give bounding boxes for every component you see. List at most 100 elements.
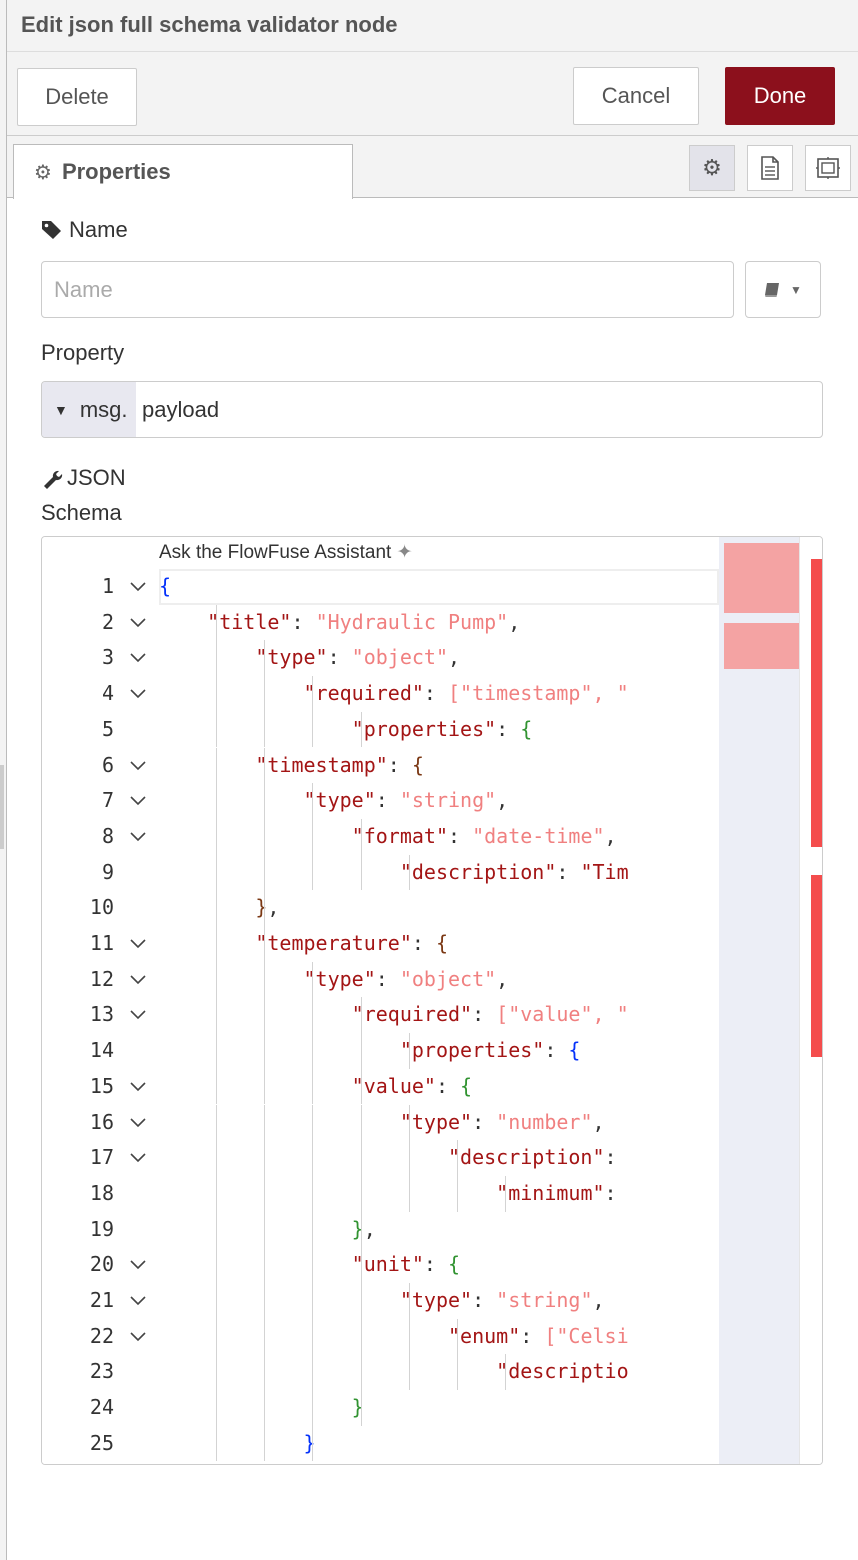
indent-guide <box>264 1247 266 1283</box>
delete-button[interactable]: Delete <box>17 68 137 126</box>
code-token: "required" <box>351 1002 473 1027</box>
chevron-down-icon[interactable] <box>128 1247 148 1298</box>
chevron-down-icon[interactable] <box>128 997 148 1048</box>
code-token: : <box>472 1002 497 1027</box>
chevron-down-icon[interactable] <box>128 605 148 656</box>
appearance-icon <box>816 157 840 179</box>
code-line: "value": { <box>159 1069 719 1105</box>
line-number-text: 11 <box>89 931 114 955</box>
chevron-down-icon[interactable] <box>128 1140 148 1191</box>
chevron-down-icon[interactable] <box>128 962 148 1013</box>
chevron-down-icon[interactable] <box>128 640 148 691</box>
indent-guide <box>216 1283 217 1319</box>
indent-guide <box>360 1354 362 1391</box>
chevron-down-icon[interactable] <box>128 926 148 977</box>
code-line: "description": <box>159 1140 719 1176</box>
indent-guide <box>457 1354 458 1391</box>
code-token: : <box>544 1038 569 1063</box>
tab-properties[interactable]: ⚙ Properties <box>13 144 353 199</box>
indent-guide <box>216 1354 217 1391</box>
minimap[interactable] <box>719 537 799 1464</box>
line-number-text: 14 <box>89 1038 114 1063</box>
chevron-down-icon[interactable] <box>128 569 148 620</box>
code-token: "Hydraulic Pump" <box>315 609 509 634</box>
chevron-down-icon[interactable] <box>128 748 148 799</box>
indent-guide <box>360 997 362 1034</box>
indent-guide <box>312 1318 314 1355</box>
indent-guide <box>360 1211 362 1248</box>
code-token: "descriptio <box>496 1359 629 1384</box>
code-line: "enum": ["Celsi <box>159 1319 719 1355</box>
indent-guide <box>457 1175 458 1212</box>
tab-appearance[interactable] <box>805 145 851 191</box>
chevron-down-icon[interactable] <box>128 676 148 727</box>
indent-guide <box>360 854 362 891</box>
cancel-button[interactable]: Cancel <box>573 67 699 125</box>
code-token: } <box>351 1395 364 1420</box>
indent-guide <box>360 711 362 748</box>
code-line: "type": "string", <box>159 1283 719 1319</box>
line-number: 23 <box>42 1354 159 1390</box>
code-token: , <box>508 609 521 634</box>
indent-guide <box>264 747 266 784</box>
property-value[interactable]: payload <box>142 396 220 422</box>
done-button[interactable]: Done <box>725 67 835 125</box>
line-number: 5 <box>42 712 159 748</box>
tab-settings[interactable]: ⚙ <box>689 145 735 191</box>
code-line: "properties": { <box>159 712 719 748</box>
chevron-down-icon[interactable] <box>128 1069 148 1120</box>
chevron-down-icon[interactable] <box>128 819 148 870</box>
code-token: "required" <box>303 681 424 706</box>
code-line: "type": "string", <box>159 783 719 819</box>
indent-guide <box>312 1068 314 1105</box>
chevron-down-icon[interactable] <box>128 1283 148 1334</box>
line-number: 18 <box>42 1176 159 1212</box>
code-token: } <box>303 1430 316 1455</box>
code-token: { <box>460 1073 473 1098</box>
indent-guide <box>360 1140 362 1176</box>
code-token: { <box>435 931 449 955</box>
code-token: "object" <box>399 966 497 991</box>
indent-guide <box>264 1283 266 1319</box>
line-number-text: 24 <box>89 1395 114 1420</box>
code-token: "properties" <box>399 1038 545 1063</box>
code-token: "timestamp" <box>255 752 388 777</box>
code-token: , <box>496 966 509 991</box>
line-number-text: 12 <box>89 966 114 991</box>
code-token: : <box>291 609 316 634</box>
line-number-text: 5 <box>101 716 114 741</box>
indent-guide <box>312 676 314 712</box>
code-line: }, <box>159 890 719 926</box>
tab-description[interactable] <box>747 145 793 191</box>
code-token: ["value", " <box>496 1002 629 1027</box>
indent-guide <box>408 1175 410 1212</box>
code-token: { <box>448 1252 461 1277</box>
code-token: "type" <box>399 1288 473 1312</box>
line-number: 1 <box>42 569 159 605</box>
indent-guide <box>408 1104 410 1141</box>
indent-guide <box>312 1283 314 1319</box>
chevron-down-icon[interactable] <box>128 783 148 834</box>
chevron-down-icon[interactable] <box>128 1319 148 1370</box>
editor-scrollbar[interactable] <box>799 537 822 1464</box>
code-line: }, <box>159 1212 719 1248</box>
code-line: "required": ["timestamp", " <box>159 676 719 712</box>
library-button[interactable]: ▼ <box>745 261 821 318</box>
property-typed-input[interactable]: ▼ msg. payload <box>41 381 823 438</box>
line-number-text: 2 <box>101 609 114 634</box>
flowfuse-assistant-link[interactable]: Ask the FlowFuse Assistant ✦ <box>159 541 413 564</box>
indent-guide <box>360 1318 362 1355</box>
code-area[interactable]: { "title": "Hydraulic Pump", "type": "ob… <box>159 569 719 1464</box>
code-token: { <box>159 574 172 598</box>
indent-guide <box>264 854 266 891</box>
property-type-select[interactable]: ▼ msg. <box>42 382 136 437</box>
chevron-down-icon[interactable] <box>128 1105 148 1156</box>
indent-guide <box>216 818 217 855</box>
code-token: "string" <box>399 788 497 813</box>
code-token: : <box>556 859 581 884</box>
current-line-highlight <box>159 569 719 605</box>
sidebar-resize-handle[interactable] <box>0 765 4 849</box>
indent-guide <box>360 1175 362 1212</box>
name-input[interactable] <box>41 261 734 318</box>
